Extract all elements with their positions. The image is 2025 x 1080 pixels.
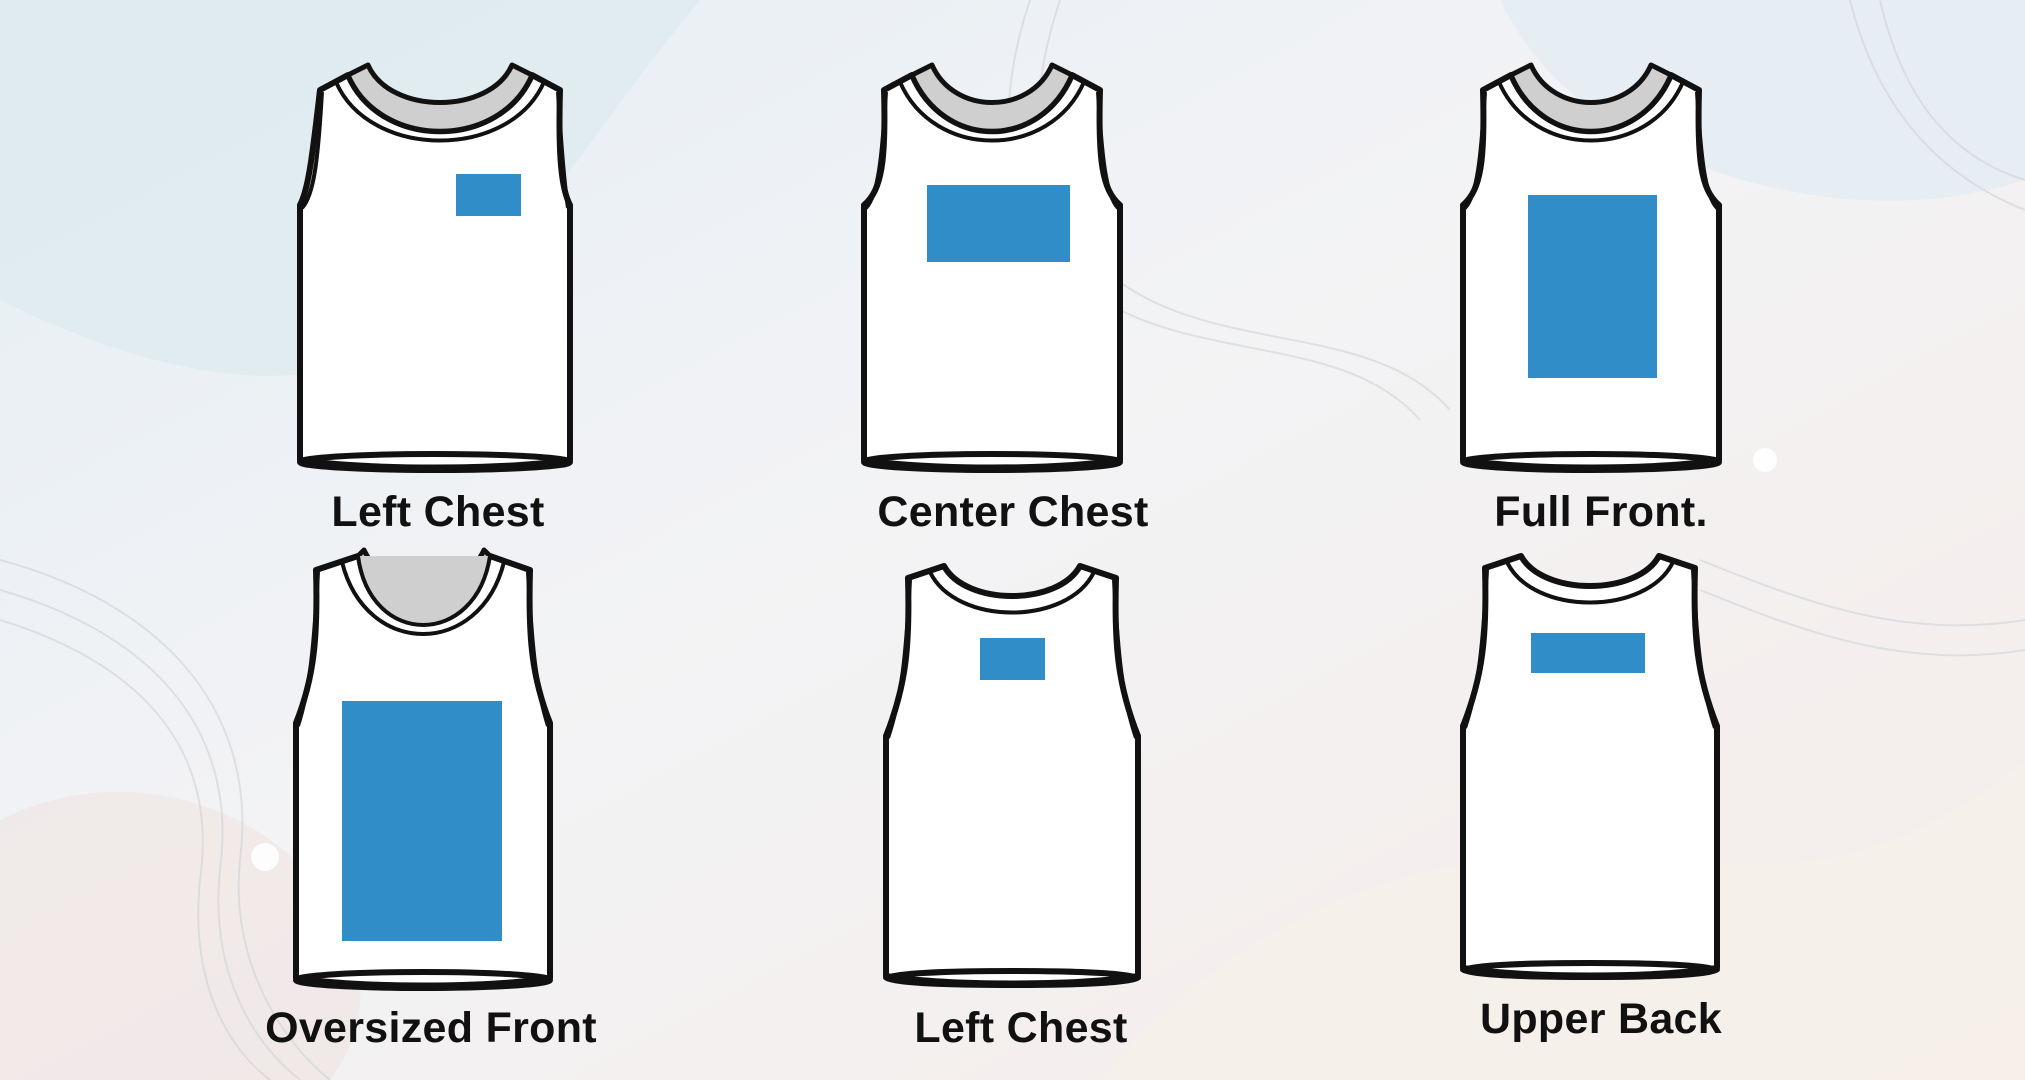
tank-top-front-icon — [297, 62, 573, 473]
tank-top-back-icon — [1460, 553, 1720, 980]
print-area — [342, 701, 502, 941]
placement-label: Center Chest — [877, 488, 1149, 536]
placement-label: Full Front. — [1494, 488, 1708, 536]
print-area — [980, 638, 1045, 680]
placement-label: Upper Back — [1480, 995, 1722, 1043]
placement-label: Left Chest — [331, 488, 545, 536]
print-area — [1528, 195, 1657, 378]
placement-label: Oversized Front — [265, 1004, 597, 1052]
tank-top-front-icon — [293, 547, 553, 991]
tank-top-front-icon — [1460, 62, 1722, 473]
print-area — [927, 185, 1070, 262]
tank-top-back-icon — [883, 563, 1141, 988]
placement-label: Left Chest — [914, 1004, 1128, 1052]
print-area — [456, 174, 521, 216]
tank-top-front-icon — [861, 62, 1123, 473]
print-area — [1531, 633, 1645, 673]
